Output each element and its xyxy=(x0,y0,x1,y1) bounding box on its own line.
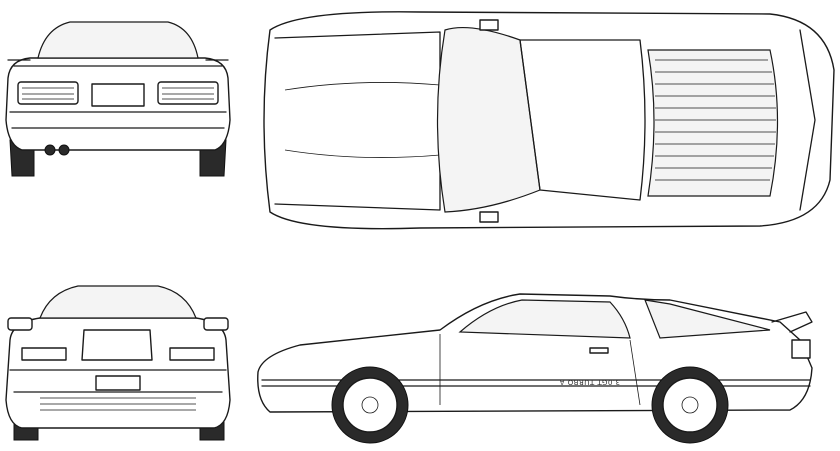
front-view xyxy=(5,285,231,441)
rear-left-taillight xyxy=(17,81,79,105)
rear-spoiler-top xyxy=(799,29,816,211)
front-hood-bulge xyxy=(81,329,153,361)
front-wheel xyxy=(331,366,409,444)
rear-spoiler xyxy=(7,59,229,67)
front-right-headlight xyxy=(169,347,215,361)
top-view xyxy=(263,11,835,230)
hatch-lines xyxy=(655,59,776,181)
rear-right-taillight xyxy=(157,81,219,105)
front-rim xyxy=(342,377,398,433)
rear-view xyxy=(5,21,231,177)
rear-hatch-glass xyxy=(647,49,779,197)
left-mirror xyxy=(479,19,499,31)
side-view: 3.0GT TURBO A xyxy=(257,293,813,444)
side-window xyxy=(458,299,631,339)
door-handle xyxy=(589,347,609,354)
front-license-plate xyxy=(95,375,141,391)
front-bumper xyxy=(9,369,227,393)
rear-spoiler-side xyxy=(771,311,813,333)
exhaust-right xyxy=(58,144,70,156)
side-taillight xyxy=(791,339,811,359)
rear-hub xyxy=(681,396,699,414)
rear-license-plate xyxy=(91,83,145,107)
front-hub xyxy=(361,396,379,414)
rear-window xyxy=(37,21,199,59)
right-mirror-front xyxy=(203,317,229,331)
right-mirror xyxy=(479,211,499,223)
rear-bumper xyxy=(9,111,227,129)
taillight-lines xyxy=(22,87,214,100)
front-grille xyxy=(40,397,196,411)
door-outline xyxy=(439,334,641,406)
rear-quarter-window xyxy=(644,299,771,339)
hood-bulge xyxy=(284,82,441,158)
exhaust-left xyxy=(44,144,56,156)
roof xyxy=(519,39,646,201)
left-mirror-front xyxy=(7,317,33,331)
side-badge: 3.0GT TURBO A xyxy=(559,378,620,386)
front-left-headlight xyxy=(21,347,67,361)
rear-wheel xyxy=(651,366,729,444)
front-windshield xyxy=(39,285,197,319)
rear-rim xyxy=(662,377,718,433)
